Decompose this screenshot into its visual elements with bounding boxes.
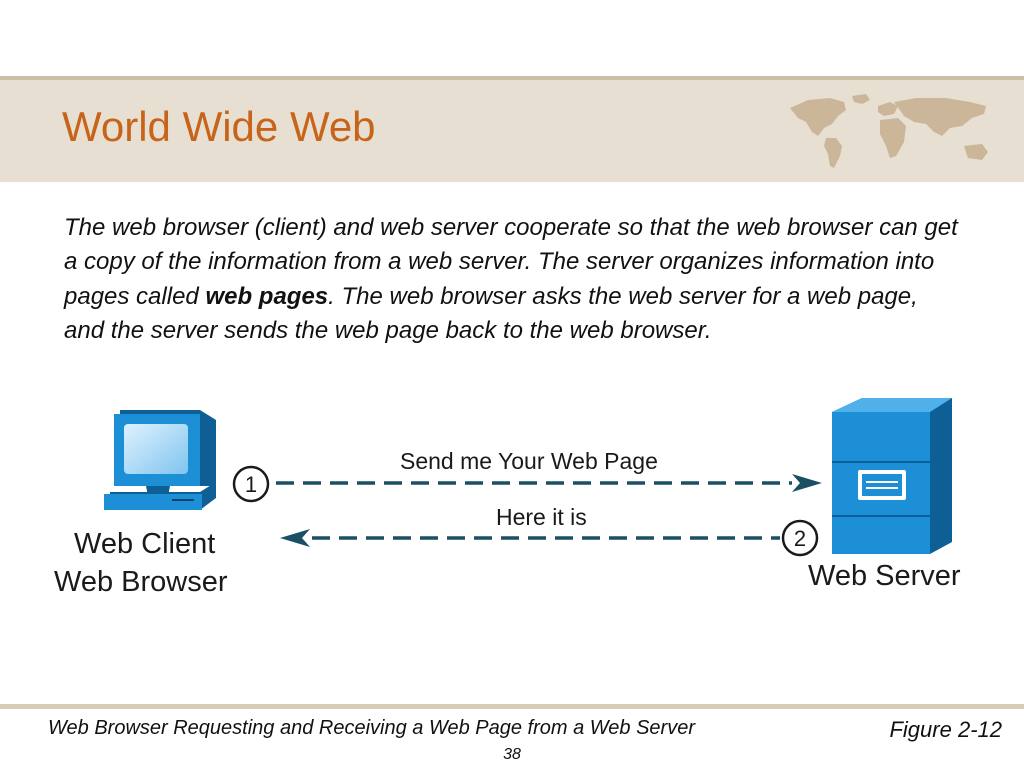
client-label-line2: Web Browser [54, 566, 228, 598]
step-1-number: 1 [245, 472, 257, 497]
slide-title: World Wide Web [62, 103, 376, 150]
client-computer-icon [104, 410, 216, 510]
page-number: 38 [503, 746, 521, 763]
body-text-bold-term: web pages [205, 282, 329, 310]
step-1-circle [232, 465, 270, 503]
body-text-part-2: . The web browser asks the web server fo… [64, 282, 918, 345]
response-arrow [280, 529, 780, 547]
figure-number: Figure 2-12 [889, 717, 1002, 742]
step-2-number: 2 [794, 526, 806, 551]
server-label: Web Server [808, 560, 961, 592]
server-icon [832, 398, 952, 554]
body-paragraph: The web browser (client) and web server … [64, 211, 964, 349]
bottom-rule [0, 704, 1024, 709]
client-label-line1: Web Client [74, 528, 216, 560]
request-arrow [276, 474, 822, 492]
diagram-graphics: 1 2 [104, 398, 952, 557]
world-map-icon [790, 94, 988, 168]
figure-caption: Web Browser Requesting and Receiving a W… [48, 717, 695, 739]
request-label: Send me Your Web Page [400, 448, 658, 474]
client-server-diagram: 1 2 Send me Your Web Page Here it is Web… [40, 388, 1000, 618]
response-label: Here it is [496, 504, 587, 530]
body-text-part-1: The web browser (client) and web server … [64, 214, 958, 310]
top-rule [0, 76, 1024, 80]
step-2-circle [781, 519, 819, 557]
